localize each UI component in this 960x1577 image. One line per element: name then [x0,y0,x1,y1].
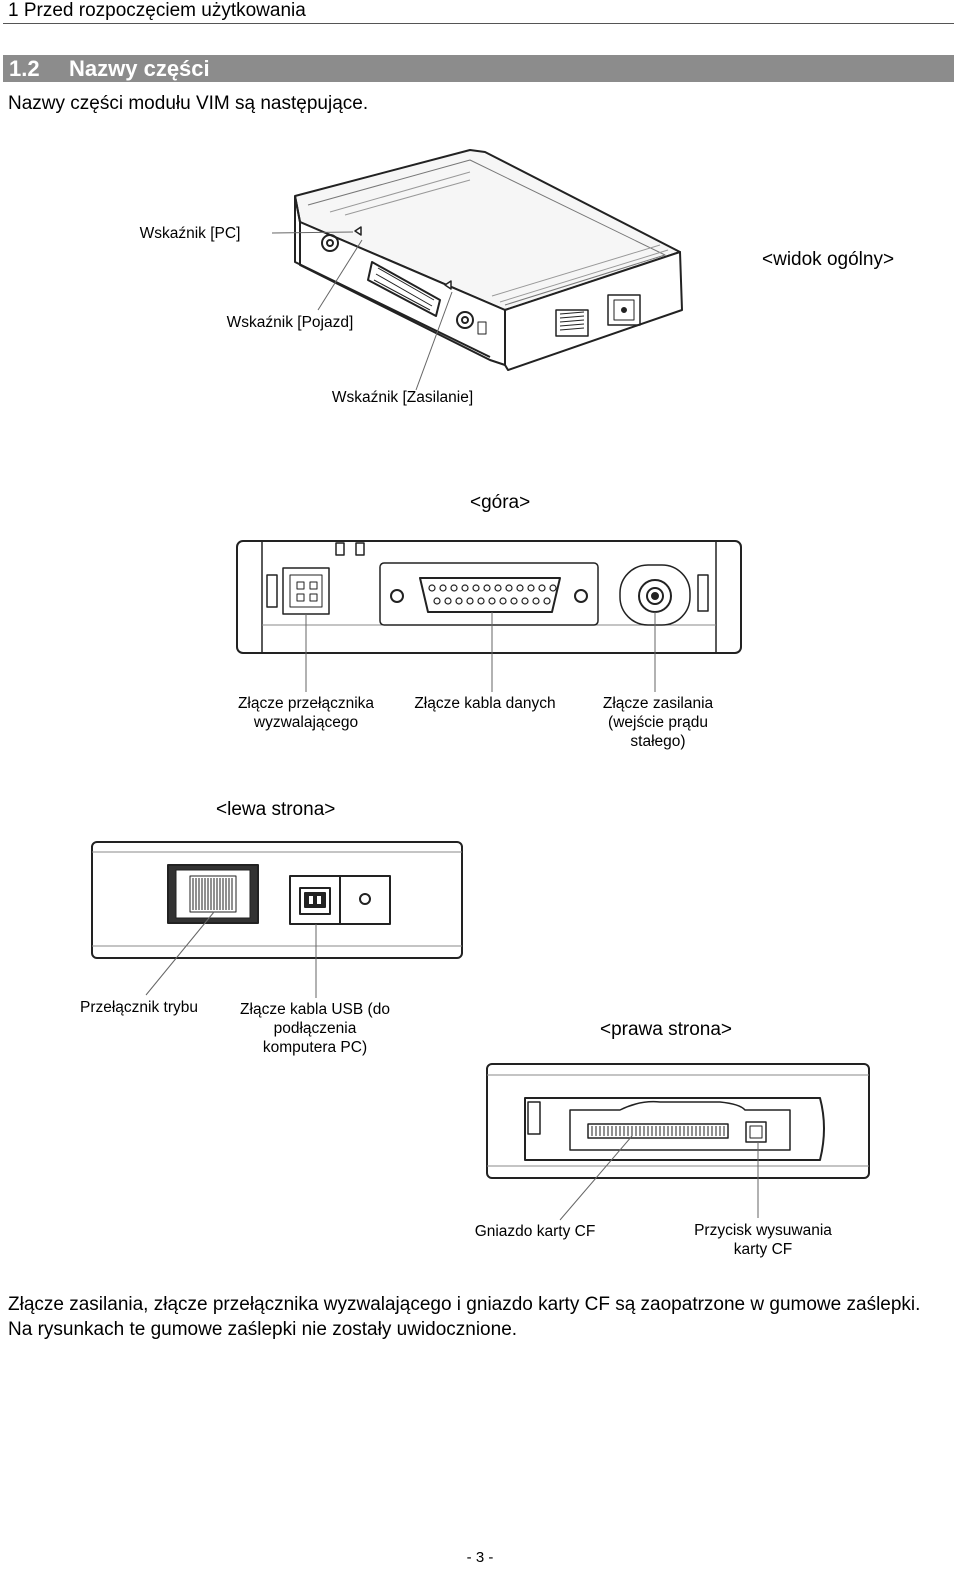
data-connector-label: Złącze kabla danych [414,695,556,712]
overview-title: <widok ogólny> [762,249,895,270]
header-rule [3,23,954,24]
top-view-title: <góra> [470,492,531,513]
left-device-drawing [91,841,463,959]
cf-eject-label: Przycisk wysuwania karty CF [694,1222,832,1258]
pc-indicator-label: Wskaźnik [PC] [139,225,241,242]
overview-device-drawing [294,149,683,371]
top-device-drawing [236,540,742,654]
left-view-title: <lewa strona> [216,799,336,820]
power-indicator-label: Wskaźnik [Zasilanie] [331,389,474,406]
right-view-title: <prawa strona> [600,1019,733,1040]
left-leaders [145,911,317,998]
mode-switch-label: Przełącznik trybu [79,999,198,1016]
section-number: 1.2 [9,56,40,81]
section-title: Nazwy części [69,56,210,81]
vehicle-indicator-label: Wskaźnik [Pojazd] [226,314,354,331]
section-heading: 1.2 Nazwy części [3,55,954,82]
cf-slot-label: Gniazdo karty CF [474,1223,596,1240]
page-number: - 3 - [466,1549,494,1566]
top-leaders [305,612,656,692]
overview-leaders [271,231,453,391]
intro-text: Nazwy części modułu VIM są następujące. [8,93,369,114]
right-device-drawing [486,1063,870,1179]
chapter-header: 1 Przed rozpoczęciem użytkowania [8,0,306,21]
right-leaders [559,1135,759,1221]
note-text: Złącze zasilania, złącze przełącznika wy… [8,1294,921,1340]
usb-connector-label: Złącze kabla USB (do podłączenia kompute… [240,1001,390,1056]
trigger-connector-label: Złącze przełącznika wyzwalającego [237,695,375,731]
power-connector-label: Złącze zasilania (wejście prądu stałego) [602,695,714,750]
